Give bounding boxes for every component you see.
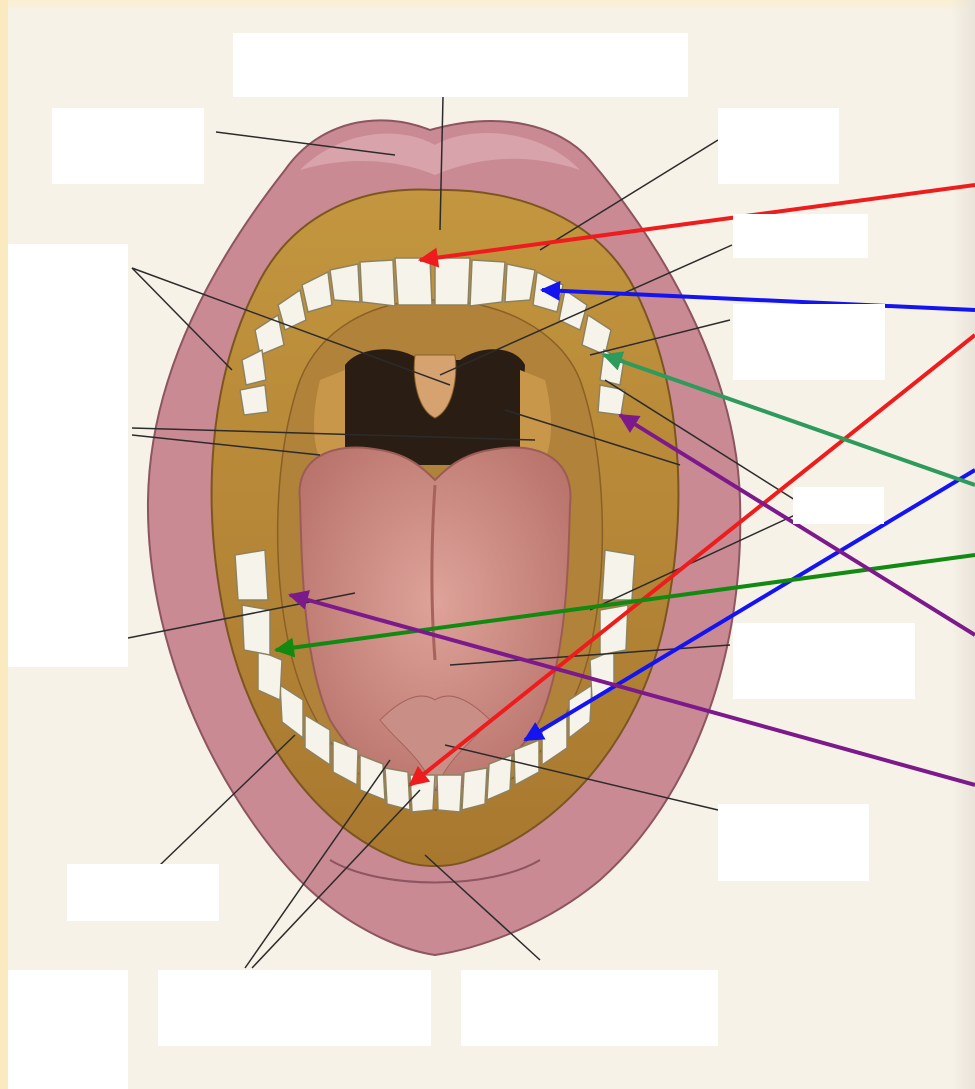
label-box-left-tall[interactable] xyxy=(8,244,128,667)
label-box-top-center[interactable] xyxy=(233,33,688,97)
label-box-right-3[interactable] xyxy=(733,304,885,380)
label-box-right-5[interactable] xyxy=(733,623,915,699)
label-box-bottom-corner[interactable] xyxy=(8,970,128,1089)
label-box-right-top[interactable] xyxy=(718,108,839,184)
label-box-right-4[interactable] xyxy=(793,487,884,524)
label-box-bottom-mid[interactable] xyxy=(158,970,431,1046)
label-box-bottom-right[interactable] xyxy=(461,970,718,1046)
label-box-upper-lip[interactable] xyxy=(52,108,204,184)
label-box-right-2[interactable] xyxy=(733,214,868,258)
label-box-right-6[interactable] xyxy=(718,804,869,881)
label-box-bottom-left[interactable] xyxy=(67,864,219,921)
